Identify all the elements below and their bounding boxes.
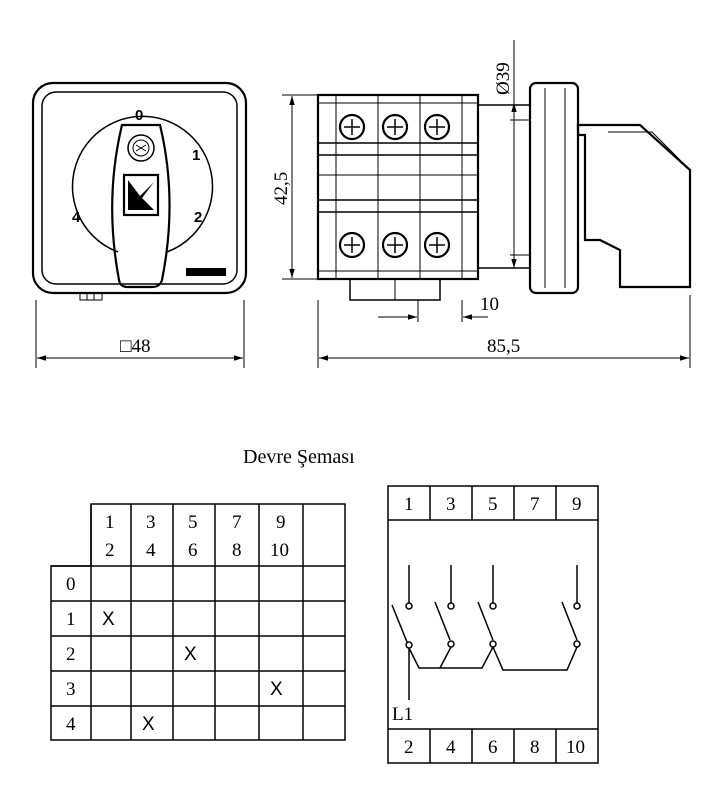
table-header-col3-bottom: 6 xyxy=(188,540,198,561)
diagram-title: Devre Şeması xyxy=(243,446,355,468)
circuit-bottom-terminal-8: 8 xyxy=(530,737,540,758)
dial-position-2: 2 xyxy=(194,209,202,226)
knob-screw-inner xyxy=(132,139,150,157)
contact-switches xyxy=(391,565,581,700)
switch-table: 1 2 3 4 5 6 7 8 9 10 0 1 2 3 4 X X X X xyxy=(50,503,346,741)
table-row-label-1: 1 xyxy=(66,609,76,630)
knob-handle xyxy=(111,123,171,289)
circuit-top-terminal-1: 1 xyxy=(404,494,414,515)
knob-screw-outer xyxy=(127,134,155,162)
front-plate-inner xyxy=(41,91,238,285)
label-plate xyxy=(186,268,226,276)
table-header-col2-top: 3 xyxy=(146,512,156,533)
circuit-top-terminal-7: 7 xyxy=(530,494,540,515)
dial-position-0: 0 xyxy=(135,107,143,124)
terminal-screws-bottom xyxy=(338,231,451,259)
table-mark-row4-col2: X xyxy=(142,714,155,735)
offset-label: 10 xyxy=(480,294,499,315)
circuit-bottom-terminal-4: 4 xyxy=(446,737,456,758)
brand-logo xyxy=(122,173,160,217)
dial-arc xyxy=(71,115,214,253)
circuit-bottom-terminal-6: 6 xyxy=(488,737,498,758)
table-header-col5-bottom: 10 xyxy=(270,540,289,561)
table-row-label-4: 4 xyxy=(66,714,76,735)
table-header-col5-top: 9 xyxy=(276,512,286,533)
table-header-col1-bottom: 2 xyxy=(105,540,115,561)
table-header-col4-bottom: 8 xyxy=(232,540,242,561)
table-mark-row3-col5: X xyxy=(270,679,283,700)
side-view: 42,5 Ø39 10 85,5 xyxy=(271,40,692,368)
front-width-label: □48 xyxy=(120,336,150,357)
knob-side xyxy=(576,123,692,289)
table-header-col4-top: 7 xyxy=(232,512,242,533)
dial-position-4: 4 xyxy=(72,209,81,226)
table-header-col1-top: 1 xyxy=(105,512,115,533)
front-view: 0 1 2 4 □48 xyxy=(31,81,248,368)
circuit-bottom-terminal-10: 10 xyxy=(566,737,585,758)
front-plate-side xyxy=(528,81,580,295)
circuit-input-label: L1 xyxy=(392,704,413,725)
terminal-screws-top xyxy=(338,113,451,141)
circuit-top-terminal-9: 9 xyxy=(572,494,582,515)
table-header-col2-bottom: 4 xyxy=(146,540,156,561)
dial-position-1: 1 xyxy=(192,147,200,164)
total-length-label: 85,5 xyxy=(487,336,520,357)
table-mark-row2-col3: X xyxy=(184,644,197,665)
circuit-diagram: 1 3 5 7 9 2 4 6 8 10 xyxy=(387,485,599,764)
circuit-top-terminal-5: 5 xyxy=(488,494,498,515)
circuit-frame xyxy=(387,485,599,764)
diameter-label: Ø39 xyxy=(493,62,514,95)
table-row-label-0: 0 xyxy=(66,574,76,595)
circuit-bottom-terminal-2: 2 xyxy=(404,737,414,758)
front-plate-outer xyxy=(31,81,248,295)
table-row-label-2: 2 xyxy=(66,644,76,665)
height-label: 42,5 xyxy=(271,172,292,205)
table-mark-row1-col1: X xyxy=(102,609,115,630)
circuit-top-terminal-3: 3 xyxy=(446,494,456,515)
table-row-label-3: 3 xyxy=(66,679,76,700)
table-header-col3-top: 5 xyxy=(188,512,198,533)
